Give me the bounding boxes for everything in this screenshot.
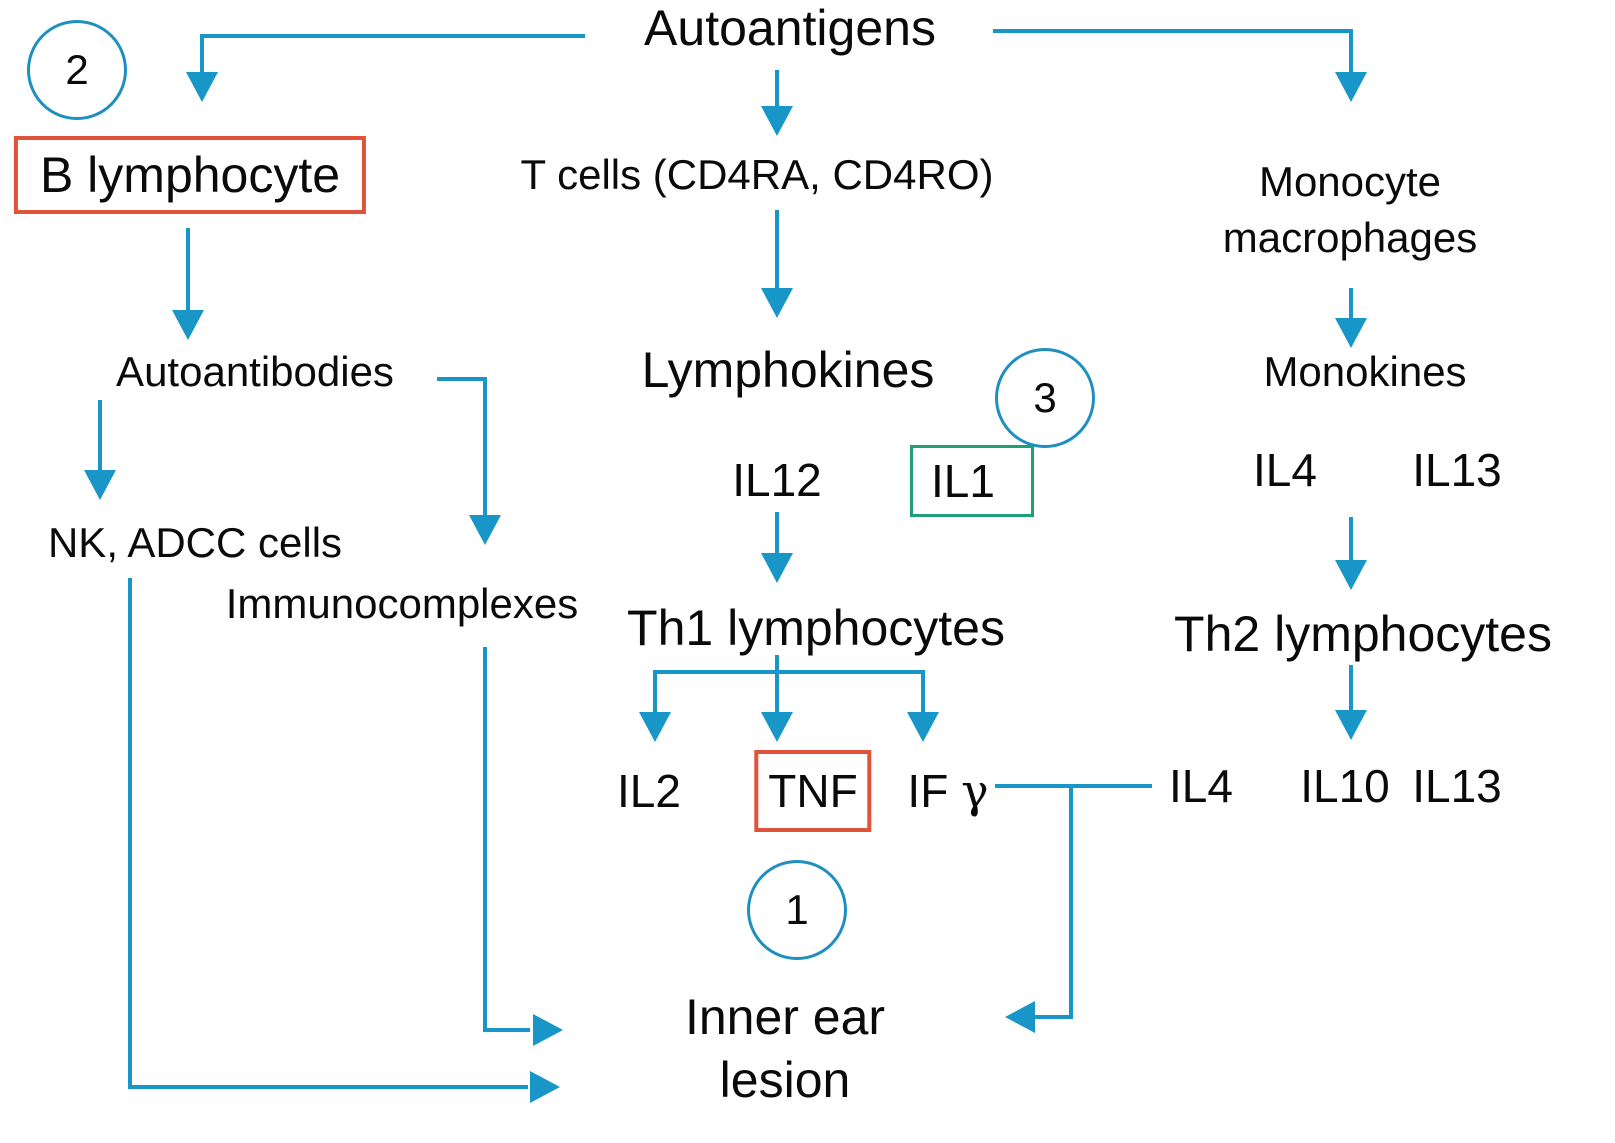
arrowhead-lesion-right xyxy=(1005,1001,1035,1033)
marker-2: 2 xyxy=(27,20,127,120)
node-t-cells: T cells (CD4RA, CD4RO) xyxy=(520,151,994,198)
arrowhead-if-gamma xyxy=(907,712,939,742)
edge-autoantibodies-to-immuno xyxy=(437,377,487,515)
node-th2-il13: IL13 xyxy=(1412,760,1502,812)
node-monokine-il4: IL4 xyxy=(1253,444,1317,496)
node-inner-ear-line2: lesion xyxy=(719,1052,851,1108)
marker-2-label: 2 xyxy=(65,46,89,93)
if-gamma-prefix: IF xyxy=(907,765,949,817)
edge-nk-to-lesion xyxy=(128,578,528,1089)
node-il2: IL2 xyxy=(617,765,681,817)
marker-3: 3 xyxy=(995,348,1095,448)
edge-th1-branch xyxy=(653,655,925,713)
node-immunocomplexes: Immunocomplexes xyxy=(225,580,579,627)
node-th1-lymphocytes: Th1 lymphocytes xyxy=(627,600,1005,656)
node-lymphokines: Lymphokines xyxy=(641,342,935,398)
edge-ifg-il4-to-lesion xyxy=(995,784,1152,1019)
arrowhead-th1 xyxy=(761,553,793,583)
arrowhead-tnf xyxy=(761,712,793,742)
arrowhead-b-lymphocyte xyxy=(186,72,218,102)
arrowhead-il2 xyxy=(639,712,671,742)
node-th2-il4: IL4 xyxy=(1169,760,1233,812)
marker-1: 1 xyxy=(747,860,847,960)
node-monocyte-line2: macrophages xyxy=(1222,214,1478,261)
gamma-symbol: γ xyxy=(961,764,989,818)
node-th2-lymphocytes: Th2 lymphocytes xyxy=(1174,606,1552,662)
arrowhead-immunocomplexes xyxy=(469,515,501,545)
node-th2-il10: IL10 xyxy=(1300,760,1390,812)
marker-3-label: 3 xyxy=(1033,374,1057,421)
node-monokine-il13: IL13 xyxy=(1412,444,1502,496)
edge-autoantigens-to-mono xyxy=(993,29,1353,78)
node-inner-ear-line1: Inner ear xyxy=(684,989,886,1045)
edge-autoantigens-to-b xyxy=(200,34,585,78)
node-autoantigens: Autoantigens xyxy=(644,0,936,56)
arrowhead-monocyte xyxy=(1335,72,1367,102)
node-il12: IL12 xyxy=(732,454,822,506)
arrowhead-th2-il xyxy=(1335,710,1367,740)
node-autoantibodies: Autoantibodies xyxy=(116,348,394,395)
arrowhead-monokines xyxy=(1335,318,1367,348)
arrowhead-t-cells xyxy=(761,106,793,136)
arrowhead-lymphokines xyxy=(761,288,793,318)
marker-1-label: 1 xyxy=(785,886,809,933)
node-tnf: TNF xyxy=(754,750,872,832)
node-nk-adcc: NK, ADCC cells xyxy=(47,519,343,566)
edge-immuno-to-lesion xyxy=(483,647,530,1032)
node-if-gamma: IF γ xyxy=(907,768,988,814)
arrowhead-nk-adcc xyxy=(84,470,116,500)
node-monokines: Monokines xyxy=(1263,348,1467,395)
arrowhead-autoantibodies xyxy=(172,310,204,340)
node-b-lymphocyte: B lymphocyte xyxy=(13,136,367,214)
arrowhead-th2 xyxy=(1335,560,1367,590)
node-monocyte-line1: Monocyte xyxy=(1258,158,1442,205)
node-il1: IL1 xyxy=(910,445,1034,517)
arrowhead-lesion-nk xyxy=(530,1071,560,1103)
arrowhead-lesion-immuno xyxy=(533,1014,563,1046)
